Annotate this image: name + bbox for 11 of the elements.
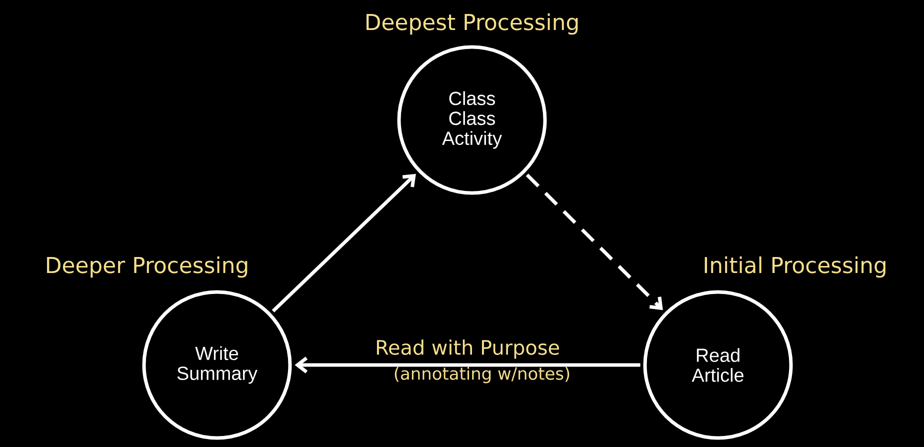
edge-note: (annotating w/notes) (394, 366, 570, 384)
stage-title: Deeper Processing (47, 256, 248, 278)
arrow (526, 174, 663, 310)
circle-node: Class Class Activity (397, 45, 547, 195)
circle-node: Write Summary (142, 290, 292, 440)
arrow (294, 356, 640, 374)
stage-title: Deepest Processing (366, 13, 578, 35)
edge-label: Read with Purpose (376, 340, 559, 359)
circle-node: Read Article (643, 290, 793, 440)
stage-title: Initial Processing (704, 256, 886, 278)
arrow (272, 174, 416, 312)
